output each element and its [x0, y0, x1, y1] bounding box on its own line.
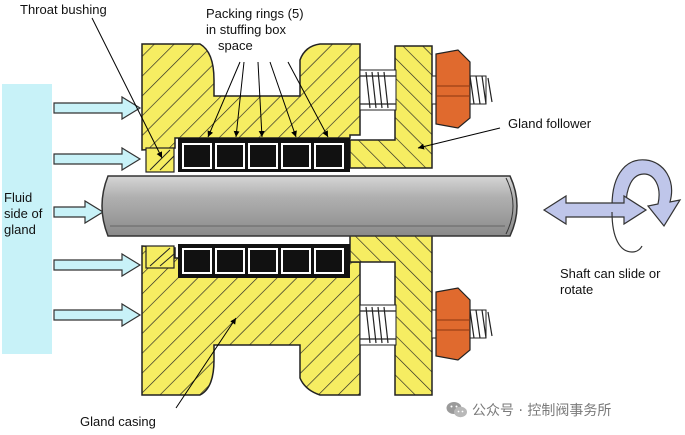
watermark-text: 公众号 · 控制阀事务所 — [472, 403, 612, 419]
packing-rings-label-line3: space — [218, 38, 253, 53]
shaft-motion-label-line2: rotate — [560, 282, 594, 297]
fluid-side-label-line1: Fluid — [4, 190, 33, 205]
bolt-bottom — [359, 287, 493, 361]
fluid-side-label-line3: gland — [4, 222, 36, 237]
packing-rings-label-line1: Packing rings (5) — [206, 6, 304, 21]
fluid-side-label-line2: side of — [4, 206, 43, 221]
leader-lines — [91, 17, 501, 409]
packing-rings-top — [178, 138, 350, 172]
fluid-region — [2, 84, 52, 354]
gland-casing-label: Gland casing — [80, 414, 156, 429]
packing-rings-label-line2: in stuffing box — [206, 22, 286, 37]
throat-bushing-label: Throat bushing — [20, 2, 107, 17]
shaft-motion-label-line1: Shaft can slide or — [560, 266, 661, 281]
wechat-icon — [446, 402, 467, 418]
shaft-motion-arrows — [542, 159, 682, 253]
fluid-pressure-arrows — [53, 95, 142, 328]
gland-follower-label: Gland follower — [508, 116, 592, 131]
packing-rings-bottom — [178, 244, 350, 278]
shaft — [101, 175, 518, 237]
gland-casing-top — [141, 43, 361, 151]
bolt-top — [359, 49, 493, 129]
